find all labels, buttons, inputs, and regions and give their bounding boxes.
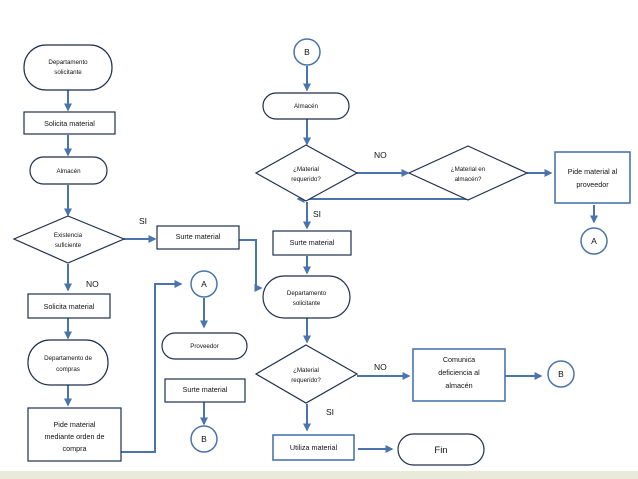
node-utiliza-material: Utiliza material: [272, 434, 355, 461]
comunica-line2: deficiencia al: [438, 368, 480, 377]
node-decision-en-almacen: ¿Material en almacén?: [407, 145, 529, 201]
decision-existencia-line1: Existencia: [54, 232, 83, 239]
start-label-line2: solicitante: [54, 69, 82, 76]
depto-compras-line2: compras: [56, 366, 80, 373]
almacen-left-label: Almacén: [56, 168, 81, 175]
decision-requerido-1-line1: ¿Material: [293, 166, 319, 173]
node-start-depto: Departamento solicitante: [23, 44, 113, 91]
arrow-decision2-si-to-surte: [296, 195, 469, 203]
label-si-right-2: SI: [326, 407, 334, 417]
node-solicita-material-2: Solicita material: [27, 293, 111, 319]
node-fin: Fin: [397, 433, 485, 466]
depto-compras-line1: Departamento de: [44, 355, 92, 362]
pide-proveedor-line1: Pide material al: [568, 167, 618, 176]
almacen-right-label: Almacén: [294, 103, 319, 110]
decision-en-almacen-line1: ¿Material en: [451, 166, 486, 173]
connector-a-middle-label: A: [201, 279, 207, 289]
node-surte-material-right: Surte material: [272, 230, 352, 256]
pide-orden-line3: compra: [63, 444, 87, 453]
connector-a-middle: A: [190, 270, 218, 298]
label-no-right-1: NO: [374, 150, 387, 160]
pide-orden-line2: mediante orden de: [45, 432, 105, 441]
depto-right-line2: solicitante: [293, 300, 321, 307]
connector-b-middle-label: B: [201, 434, 207, 444]
connector-a-right-label: A: [591, 236, 597, 246]
comunica-line3: almacén: [445, 381, 472, 390]
decision-existencia-line2: suficiente: [55, 242, 82, 249]
node-almacen-right: Almacén: [262, 92, 350, 120]
decision-requerido-1-line2: requerido?: [291, 176, 321, 183]
label-no-right-2: NO: [374, 362, 387, 372]
edges: [64, 66, 598, 453]
decision-requerido-2-line2: requerido?: [291, 377, 321, 384]
utiliza-material-label: Utiliza material: [290, 443, 338, 452]
node-solicita-material-1: Solicita material: [23, 111, 116, 135]
pide-orden-line1: Pide material: [54, 420, 96, 429]
connector-b-right: B: [547, 360, 575, 388]
start-label-line1: Departamento: [48, 59, 88, 66]
node-comunica-deficiencia: Comunica deficiencia al almacén: [412, 348, 506, 402]
decision-requerido-2-line1: ¿Material: [293, 367, 319, 374]
arrow-surte-to-depto: [239, 239, 263, 292]
surte-material-left-label: Surte material: [176, 232, 221, 241]
connector-b-middle: B: [190, 425, 218, 453]
node-proveedor: Proveedor: [161, 332, 248, 360]
connector-b-top: B: [293, 38, 321, 66]
node-depto-compras: Departamento de compras: [27, 339, 109, 386]
connector-a-right: A: [580, 227, 608, 255]
bottom-band: [0, 471, 638, 479]
connector-b-top-label: B: [304, 47, 310, 57]
pide-proveedor-line2: proveedor: [576, 180, 609, 189]
fin-label: Fin: [434, 445, 447, 456]
connector-b-right-label: B: [558, 369, 564, 379]
surte-material-right-label: Surte material: [290, 238, 335, 247]
node-decision-requerido-2: ¿Material requerido?: [254, 344, 359, 404]
label-si-left: SI: [139, 216, 147, 226]
label-si-right-1: SI: [313, 209, 321, 219]
node-surte-material-left: Surte material: [156, 225, 240, 250]
node-depto-solicitante-right: Departamento solicitante: [262, 275, 351, 319]
surte-material-middle-label: Surte material: [183, 385, 228, 394]
solicita-material-2-label: Solicita material: [44, 302, 95, 311]
node-pide-proveedor: Pide material al proveedor: [554, 151, 631, 204]
node-decision-existencia: Existencia suficiente: [12, 215, 126, 264]
node-decision-requerido-1: ¿Material requerido?: [254, 144, 359, 202]
arrow-pide-to-connector-a: [121, 280, 183, 453]
proveedor-label: Proveedor: [190, 343, 219, 350]
node-almacen-left: Almacén: [29, 156, 108, 185]
node-pide-orden-compra: Pide material mediante orden de compra: [27, 407, 122, 462]
depto-right-line1: Departamento: [287, 290, 327, 297]
node-surte-material-middle: Surte material: [164, 378, 246, 403]
label-no-left: NO: [86, 279, 99, 289]
solicita-material-1-label: Solicita material: [44, 119, 95, 128]
decision-en-almacen-line2: almacén?: [455, 176, 482, 183]
comunica-line1: Comunica: [443, 355, 475, 364]
